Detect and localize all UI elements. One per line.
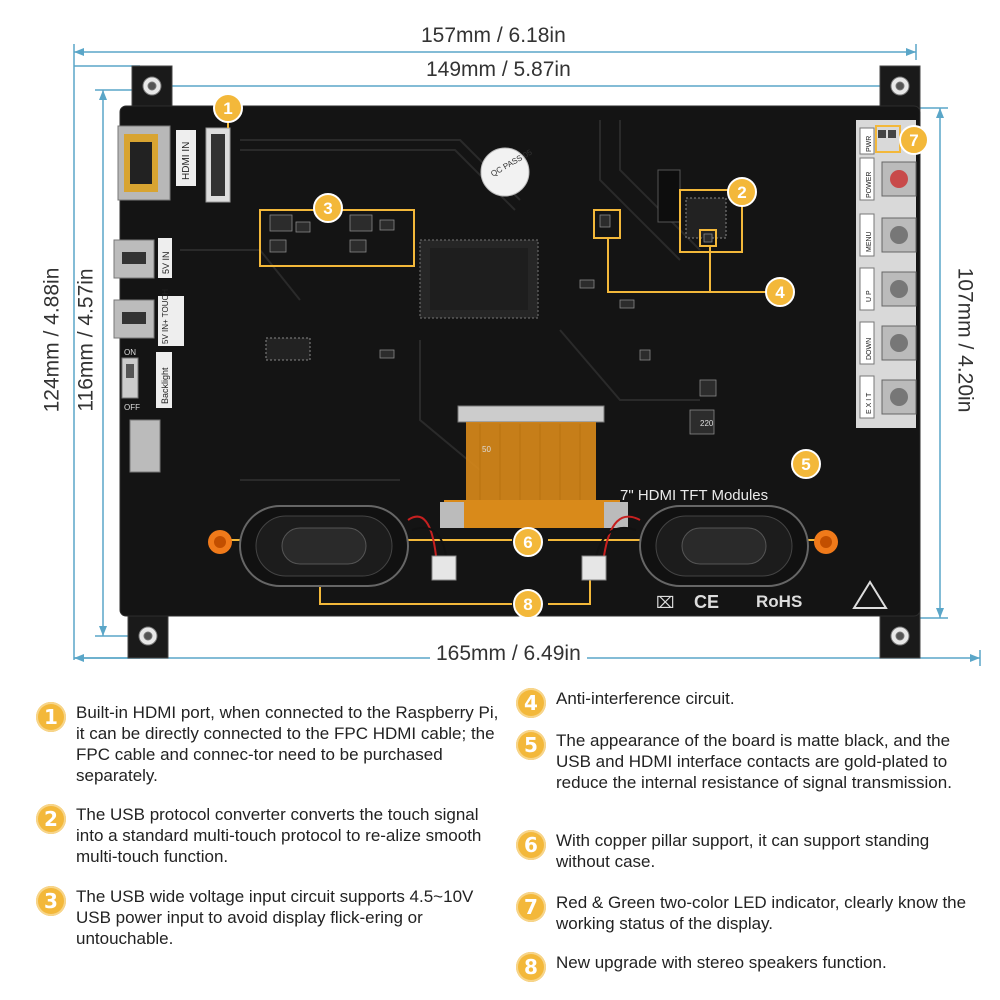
legend-item-2: 2 The USB protocol converter converts th…: [36, 804, 506, 867]
legend-item-4: 4 Anti-interference circuit.: [516, 688, 986, 718]
callout-badge-2: 2: [737, 183, 746, 202]
usb-port-touch: [113, 299, 155, 339]
svg-text:50: 50: [482, 445, 491, 454]
legend-badge-8: 8: [516, 952, 546, 982]
legend-text-7: Red & Green two-color LED indicator, cle…: [556, 893, 967, 933]
svg-text:220: 220: [700, 419, 714, 428]
legend-badge-5: 5: [516, 730, 546, 760]
legend-badge-7: 7: [516, 892, 546, 922]
legend-badge-1: 1: [36, 702, 66, 732]
legend-text-3: The USB wide voltage input circuit suppo…: [76, 887, 474, 948]
callout-badge-7: 7: [909, 131, 918, 150]
callout-badge-8: 8: [523, 595, 532, 614]
legend-text-6: With copper pillar support, it can suppo…: [556, 831, 930, 871]
legend-text-8: New upgrade with stereo speakers functio…: [556, 953, 887, 972]
legend-text-1: Built-in HDMI port, when connected to th…: [76, 703, 499, 785]
svg-text:5V IN+ TOUCH: 5V IN+ TOUCH: [161, 289, 170, 344]
board-illustration: HDMI IN 5V IN 5V IN+ TOUCH ON OFF Backli…: [113, 65, 929, 659]
svg-text:U P: U P: [866, 290, 873, 302]
svg-text:ON: ON: [124, 348, 136, 357]
svg-text:5V IN: 5V IN: [161, 251, 171, 274]
legend-badge-3: 3: [36, 886, 66, 916]
svg-text:OFF: OFF: [124, 403, 140, 412]
speaker-left: [239, 505, 409, 587]
svg-text:E X I T: E X I T: [866, 392, 873, 414]
dim-width-bottom: 165mm / 6.49in: [430, 642, 587, 666]
dim-width-holes: 149mm / 5.87in: [420, 58, 577, 82]
svg-text:Backlight: Backlight: [160, 367, 170, 404]
module-label: 7" HDMI TFT Modules: [620, 487, 768, 504]
legend-badge-2: 2: [36, 804, 66, 834]
callout-badge-3: 3: [323, 199, 332, 218]
callout-badge-4: 4: [775, 283, 785, 302]
rohs-mark: RoHS: [756, 592, 802, 611]
svg-text:⌧: ⌧: [656, 595, 674, 612]
callout-badge-1: 1: [223, 99, 232, 118]
svg-text:MENU: MENU: [866, 231, 873, 252]
svg-text:CE: CE: [694, 592, 719, 612]
legend-text-4: Anti-interference circuit.: [556, 689, 735, 708]
svg-text:PWR: PWR: [866, 136, 873, 152]
button-panel: PWR POWER MENU U P DOWN E X I T: [859, 127, 917, 419]
legend-item-8: 8 New upgrade with stereo speakers funct…: [516, 952, 986, 982]
legend-item-1: 1 Built-in HDMI port, when connected to …: [36, 702, 506, 786]
svg-text:DOWN: DOWN: [866, 338, 873, 360]
callout-badge-5: 5: [801, 455, 810, 474]
qc-sticker: [480, 147, 530, 197]
speaker-right: [639, 505, 809, 587]
dim-width-outer: 157mm / 6.18in: [415, 24, 572, 48]
legend-badge-6: 6: [516, 830, 546, 860]
dimension-lines: [73, 44, 981, 666]
svg-text:POWER: POWER: [866, 172, 873, 198]
legend-text-5: The appearance of the board is matte bla…: [556, 731, 952, 792]
legend-badge-4: 4: [516, 688, 546, 718]
legend-text-2: The USB protocol converter converts the …: [76, 805, 482, 866]
legend-item-3: 3 The USB wide voltage input circuit sup…: [36, 886, 506, 949]
power-button: [881, 161, 917, 197]
callout-badge-6: 6: [523, 533, 532, 552]
fpc-cable: [466, 422, 596, 504]
fpc-connector: [457, 405, 605, 423]
legend-item-7: 7 Red & Green two-color LED indicator, c…: [516, 892, 986, 934]
legend-item-6: 6 With copper pillar support, it can sup…: [516, 830, 986, 872]
hdmi-label: HDMI IN: [181, 142, 192, 180]
legend-item-5: 5 The appearance of the board is matte b…: [516, 730, 986, 793]
down-button: [881, 325, 917, 361]
